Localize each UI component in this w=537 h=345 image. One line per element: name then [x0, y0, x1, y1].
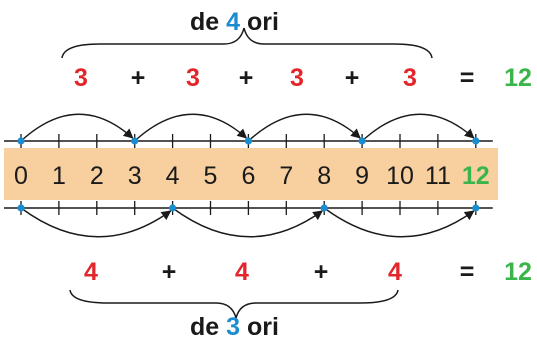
bottom-plus-1: +: [161, 258, 177, 286]
bottom-title: de 3 ori: [190, 313, 279, 342]
number-label-0: 0: [14, 162, 28, 190]
bottom-title-number: 3: [226, 313, 241, 341]
top-dot-0: [17, 137, 25, 145]
bottom-jump-arc-4-8: [172, 207, 323, 238]
bottom-term-3: 4: [388, 258, 402, 286]
bottom-dot-0: [17, 204, 25, 212]
bottom-term-1: 4: [84, 258, 98, 286]
bottom-result: 12: [504, 258, 532, 286]
bottom-jump-arc-8-12: [323, 207, 475, 238]
top-jump-arc-9-12: [361, 113, 475, 142]
top-title-prefix: de: [190, 8, 220, 36]
top-term-1: 3: [74, 64, 88, 92]
top-plus-2: +: [238, 64, 254, 92]
top-title-number: 4: [226, 8, 241, 36]
top-jump-arc-0-3: [20, 113, 134, 142]
number-label-8: 8: [317, 162, 332, 190]
number-label-12: 12: [461, 162, 490, 190]
top-result: 12: [504, 64, 532, 92]
top-jump-arc-6-9: [247, 113, 361, 142]
bottom-dot-4: [169, 204, 177, 212]
number-label-6: 6: [241, 162, 256, 190]
top-term-2: 3: [186, 64, 200, 92]
bottom-dot-12: [472, 204, 480, 212]
top-term-3: 3: [290, 64, 304, 92]
bottom-term-2: 4: [235, 258, 249, 286]
bottom-jump-arc-0-4: [20, 207, 172, 238]
number-label-10: 10: [386, 162, 414, 190]
number-label-3: 3: [127, 162, 142, 190]
bottom-title-prefix: de: [190, 313, 220, 341]
top-plus-3: +: [344, 64, 360, 92]
top-term-4: 3: [403, 64, 417, 92]
number-label-4: 4: [165, 162, 180, 190]
top-title: de 4 ori: [190, 8, 279, 37]
top-equals: =: [459, 64, 475, 92]
top-dot-3: [131, 137, 139, 145]
number-label-1: 1: [51, 162, 66, 190]
number-label-7: 7: [279, 162, 294, 190]
bottom-dot-8: [320, 204, 328, 212]
bottom-title-suffix: ori: [247, 313, 279, 341]
number-label-5: 5: [203, 162, 218, 190]
bottom-plus-2: +: [313, 258, 329, 286]
number-line-band: [4, 148, 498, 200]
top-brace: [61, 27, 433, 59]
top-jump-arc-3-6: [134, 113, 248, 142]
number-label-2: 2: [89, 162, 104, 190]
top-title-suffix: ori: [247, 8, 279, 36]
top-dot-6: [244, 137, 252, 145]
bottom-equals: =: [459, 258, 475, 286]
top-dot-12: [472, 137, 480, 145]
number-label-9: 9: [355, 162, 370, 190]
top-plus-1: +: [130, 64, 146, 92]
bottom-brace: [69, 289, 399, 321]
number-label-11: 11: [424, 162, 451, 190]
top-dot-9: [358, 137, 366, 145]
